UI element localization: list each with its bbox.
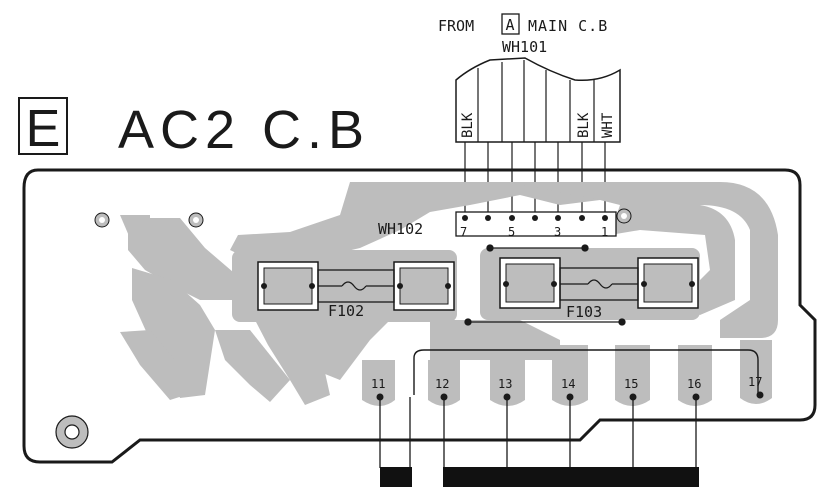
terminal-label-13: 13 — [498, 377, 512, 391]
terminal-leads — [379, 397, 697, 468]
source-board-letter: A — [505, 16, 514, 34]
jumper-lines — [464, 244, 626, 326]
fuse-f102: F102 — [257, 261, 455, 320]
source-letter-box — [501, 13, 520, 35]
source-connector: WH101 — [502, 38, 547, 56]
terminal-label-15: 15 — [624, 377, 638, 391]
terminal-label-17: 17 — [748, 375, 762, 389]
pin-label-3: 3 — [554, 225, 561, 239]
output-connector-right — [443, 467, 699, 487]
wire-label-blk-right: BLK — [576, 112, 592, 138]
connector-label-wh102: WH102 — [378, 220, 423, 238]
source-prefix: FROM — [438, 17, 474, 35]
terminal-label-16: 16 — [687, 377, 701, 391]
fuse-label-f103: F103 — [566, 303, 602, 321]
pin-label-5: 5 — [508, 225, 515, 239]
terminal-bus — [413, 349, 759, 395]
board-outline — [22, 168, 817, 464]
pin-label-7: 7 — [460, 225, 467, 239]
board-letter: E — [26, 100, 61, 158]
fuse-label-f102: F102 — [328, 302, 364, 320]
terminal-17: 17 — [748, 375, 764, 399]
terminal-label-11: 11 — [371, 377, 385, 391]
terminals: 11 12 13 14 15 16 17 — [371, 375, 764, 401]
terminal-label-12: 12 — [435, 377, 449, 391]
output-connector-left — [380, 467, 412, 487]
wire-label-blk-left: BLK — [460, 112, 476, 138]
connector-wh102: WH102 7 5 3 1 — [378, 211, 617, 239]
board-letter-box — [18, 97, 68, 155]
board-title: AC2 C.B — [118, 100, 370, 160]
terminal-label-14: 14 — [561, 377, 575, 391]
fuse-f103: F103 — [499, 257, 699, 321]
mounting-holes — [55, 208, 632, 449]
wire-harness: BLK BLK WHT — [455, 57, 621, 218]
pin-label-1: 1 — [601, 225, 608, 239]
wire-label-wht: WHT — [600, 112, 616, 138]
source-board-name: MAIN C.B — [528, 17, 608, 35]
